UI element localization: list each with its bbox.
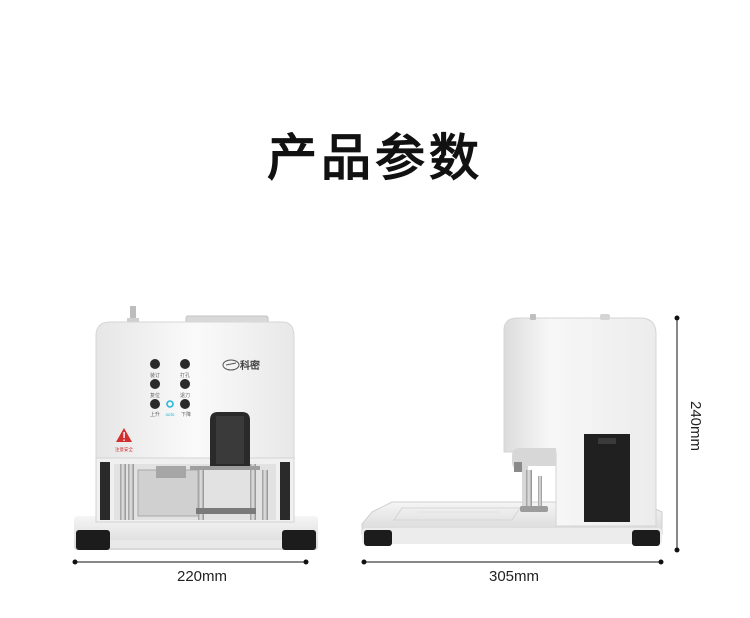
warning-text: 注意安全 <box>115 446 133 453</box>
front-view-machine: 装订 打孔 复位 退刀 上升 auto 下降 科密 注意安全 <box>74 306 318 550</box>
side-compartment <box>584 434 630 522</box>
side-width-label: 305mm <box>488 568 540 585</box>
top-knob <box>130 306 136 322</box>
retract-button[interactable] <box>180 379 190 389</box>
side-view-machine <box>361 314 663 546</box>
up-button[interactable] <box>150 399 160 409</box>
height-dimension <box>674 315 680 553</box>
side-width-dimension <box>361 559 664 565</box>
down-button[interactable] <box>180 399 190 409</box>
front-width-label: 220mm <box>176 568 228 585</box>
height-label: 240mm <box>687 400 704 452</box>
label-down: 下降 <box>181 411 191 418</box>
reset-button[interactable] <box>150 379 160 389</box>
front-width-dimension <box>72 559 309 565</box>
page-title: 产品参数 <box>267 129 483 187</box>
label-reset: 复位 <box>150 392 160 399</box>
label-punch: 打孔 <box>180 372 190 379</box>
label-retract: 退刀 <box>180 392 190 399</box>
label-up: 上升 <box>150 411 160 418</box>
label-auto: auto <box>165 412 175 417</box>
staple-button[interactable] <box>150 359 160 369</box>
punch-button[interactable] <box>180 359 190 369</box>
brand-logo-icon <box>222 359 240 371</box>
auto-indicator <box>166 400 174 408</box>
label-staple: 装订 <box>150 372 160 379</box>
brand-name: 科密 <box>240 359 260 372</box>
